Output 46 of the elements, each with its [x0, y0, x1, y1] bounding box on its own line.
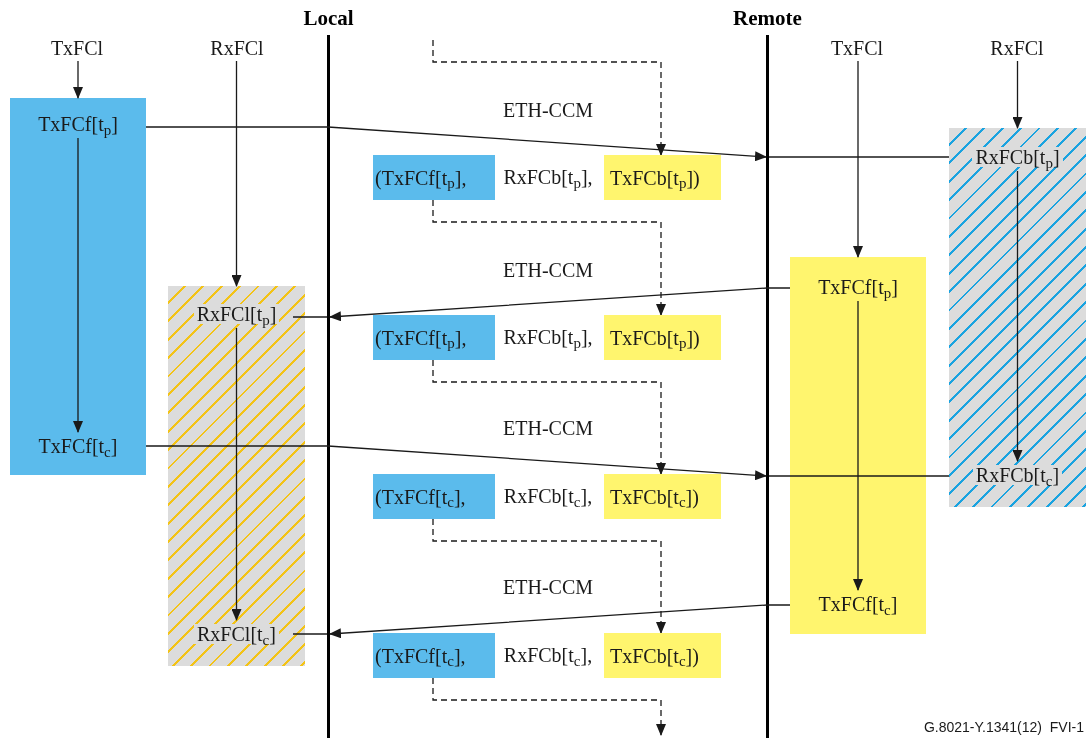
connector-line: [292, 316, 328, 318]
input-label: TxFCl: [40, 35, 114, 61]
counter-label: RxFCb[t$_{c}$]: [949, 461, 1086, 489]
tuple-field: TxFCb[t$_{p}$]): [604, 315, 721, 360]
arrow: [853, 300, 863, 591]
tuple-field: TxFCb[t$_{c}$]): [604, 633, 721, 678]
counter-column: [10, 98, 146, 475]
arrow: [329, 604, 791, 639]
tuple-field-text: RxFCb[t$_{c}$],: [503, 645, 593, 665]
arrow: [1012, 170, 1023, 462]
counter-column: [790, 257, 926, 634]
tuple-field: (TxFCf[t$_{c}$],: [373, 633, 495, 678]
dashed-arrow: [432, 518, 666, 634]
lifeline-label: Local: [303, 8, 354, 29]
arrow: [1012, 60, 1023, 129]
counter-label: TxFCf[t$_{c}$]: [10, 432, 146, 460]
hatched-column: [949, 128, 1086, 507]
counter-label: TxFCf[t$_{p}$]: [10, 110, 146, 138]
counter-label: TxFCf[t$_{p}$]: [790, 273, 926, 301]
input-label: RxFCl: [200, 35, 274, 61]
counter-label: RxFCb[t$_{p}$]: [949, 143, 1086, 171]
arrow: [329, 287, 791, 322]
input-label: TxFCl: [820, 35, 894, 61]
tuple-field: (TxFCf[t$_{p}$],: [373, 155, 495, 200]
figure-id: G.8021-Y.1341(12) FVI-1: [923, 720, 1084, 734]
tuple-field: TxFCb[t$_{p}$]): [604, 155, 721, 200]
dashed-arrow: [432, 39, 666, 156]
lifeline-label: Remote: [733, 8, 802, 29]
arrow: [853, 60, 863, 258]
arrow: [145, 445, 767, 481]
arrow: [231, 327, 242, 621]
dashed-arrow: [432, 199, 666, 316]
input-label: RxFCl: [980, 35, 1054, 61]
arrow: [73, 137, 83, 433]
counter-label: TxFCf[t$_{c}$]: [790, 590, 926, 618]
arrow: [145, 126, 767, 162]
hatched-column: [168, 286, 305, 666]
tuple-field: (TxFCf[t$_{c}$],: [373, 474, 495, 519]
connector-line: [768, 475, 950, 477]
dashed-arrow: [432, 359, 666, 475]
tuple-field: TxFCb[t$_{c}$]): [604, 474, 721, 519]
arrow: [231, 60, 242, 287]
dashed-arrow: [432, 677, 666, 736]
arrow: [73, 60, 83, 99]
tuple-field: (TxFCf[t$_{p}$],: [373, 315, 495, 360]
tuple-field-text: RxFCb[t$_{c}$],: [503, 486, 593, 506]
